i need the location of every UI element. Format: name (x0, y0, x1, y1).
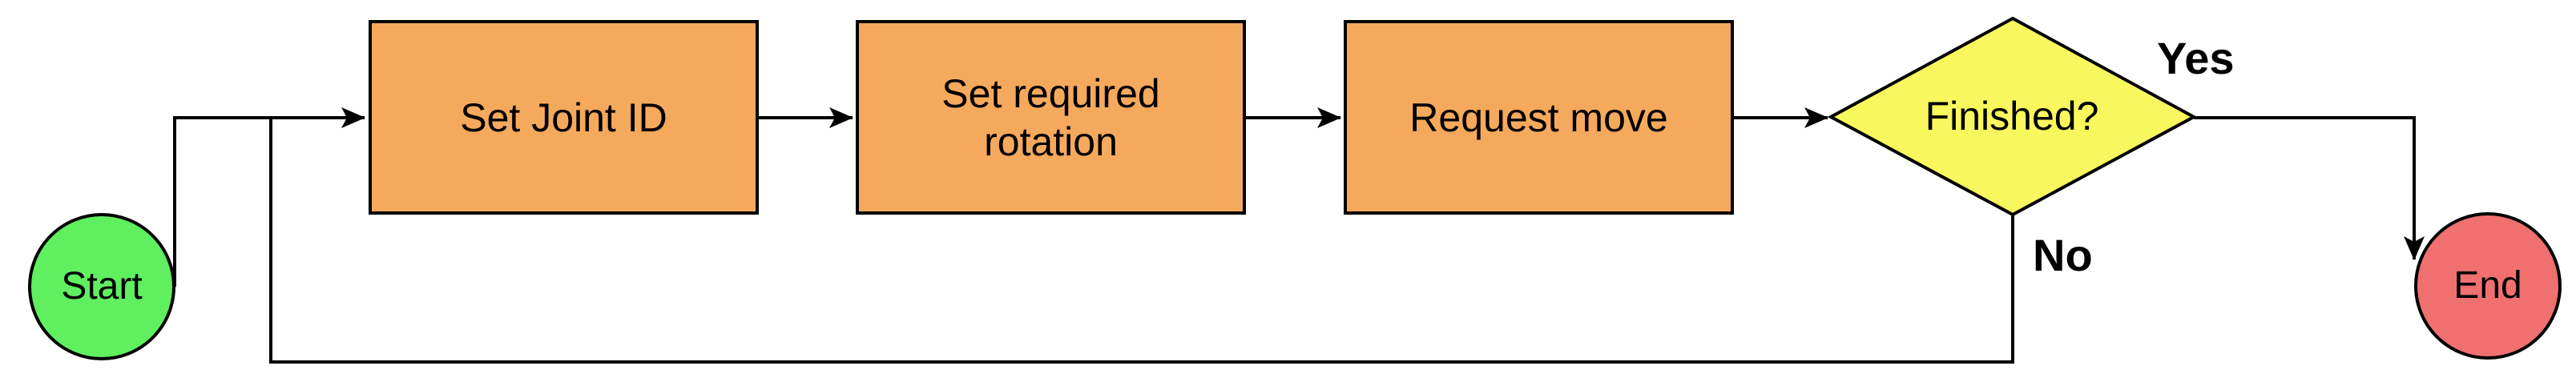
process-set-joint-id-label: Set Joint ID (460, 94, 667, 140)
connector-finished-no-loop (269, 116, 2014, 364)
decision-finished-label: Finished? (1925, 94, 2099, 139)
edge-label-yes: Yes (2157, 33, 2235, 83)
process-request-move: Request move (1344, 20, 1734, 215)
edge-label-no: No (2033, 230, 2093, 280)
start-node-label: Start (61, 265, 143, 308)
process-set-required-rotation: Set required rotation (856, 20, 1246, 215)
process-set-joint-id: Set Joint ID (369, 20, 759, 215)
decision-finished-diamond (1827, 16, 2198, 217)
process-request-move-label: Request move (1409, 94, 1668, 140)
end-node-label: End (2453, 264, 2522, 308)
process-set-required-rotation-label: Set required rotation (941, 70, 1160, 164)
connector-finished-yes-to-end (2194, 116, 2425, 260)
start-node: Start (28, 213, 175, 360)
end-node: End (2414, 212, 2562, 360)
connector-start-to-set-joint-id (173, 107, 365, 287)
